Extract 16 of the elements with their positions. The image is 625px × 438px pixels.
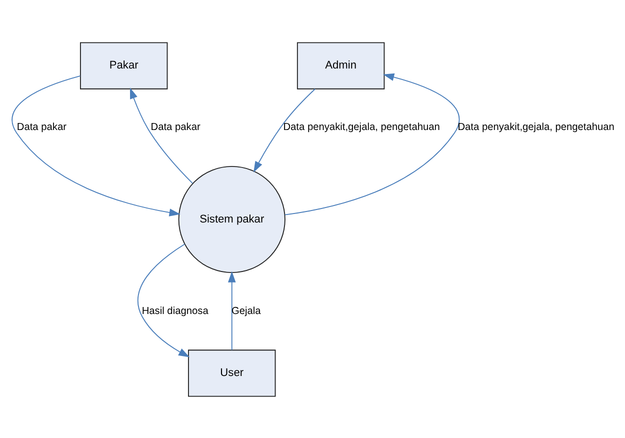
node-box: User xyxy=(188,349,276,396)
arrow xyxy=(12,74,180,216)
arrow xyxy=(228,270,236,350)
edge-label: Gejala xyxy=(232,305,261,316)
arrow xyxy=(138,243,190,357)
arrow xyxy=(130,87,194,184)
arrow xyxy=(253,88,316,172)
edge-label: Data penyakit,gejala, pengetahuan xyxy=(283,122,440,133)
node-box: Admin xyxy=(296,42,385,89)
node-box: Pakar xyxy=(80,42,168,89)
edge-label: Hasil diagnosa xyxy=(142,305,208,316)
edge-label: Data pakar xyxy=(150,122,200,133)
node-circle: Sistem pakar xyxy=(178,165,286,273)
arrow xyxy=(284,72,460,215)
edge-label: Data pakar xyxy=(16,122,66,133)
edge-label: Data penyakit,gejala, pengetahuan xyxy=(458,122,614,133)
